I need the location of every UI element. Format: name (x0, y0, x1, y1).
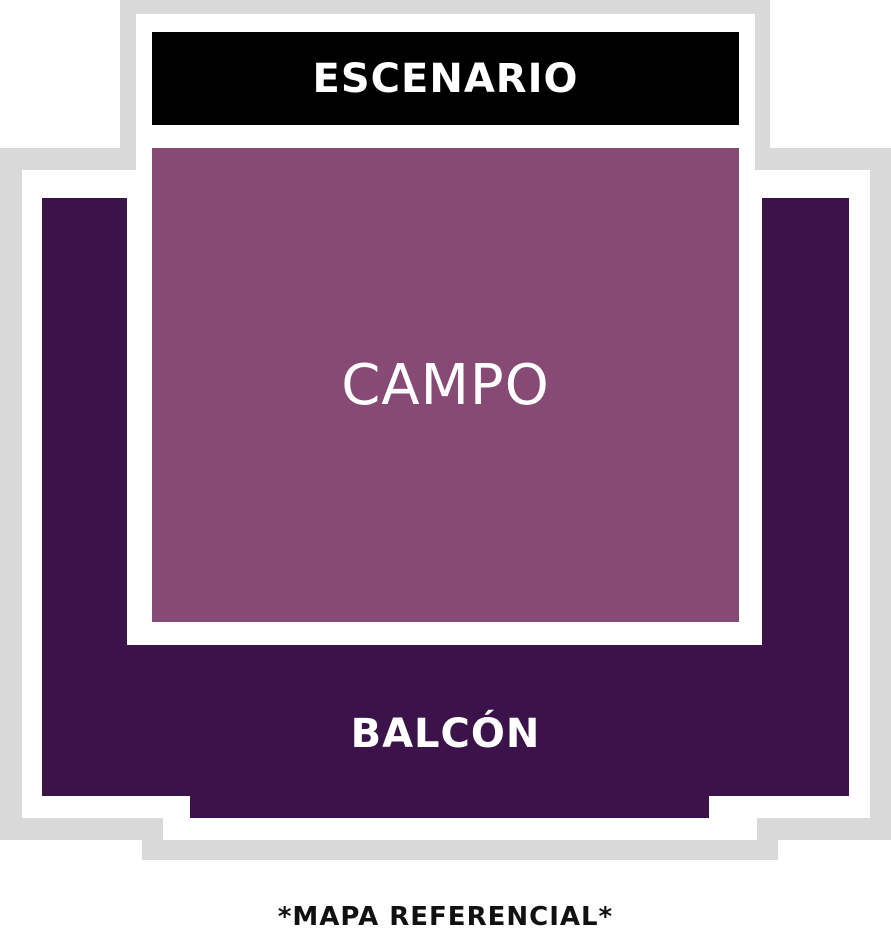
venue-map-svg (0, 0, 891, 860)
venue-map: ESCENARIO CAMPO BALCÓN (0, 0, 891, 860)
balcony-label: BALCÓN (350, 711, 541, 757)
stage-section[interactable] (152, 32, 739, 125)
field-section[interactable] (152, 148, 739, 622)
reference-map-note: *MAPA REFERENCIAL* (277, 902, 614, 932)
field-label: CAMPO (341, 352, 550, 418)
stage-label: ESCENARIO (312, 55, 579, 102)
balcony-section[interactable] (42, 198, 849, 818)
